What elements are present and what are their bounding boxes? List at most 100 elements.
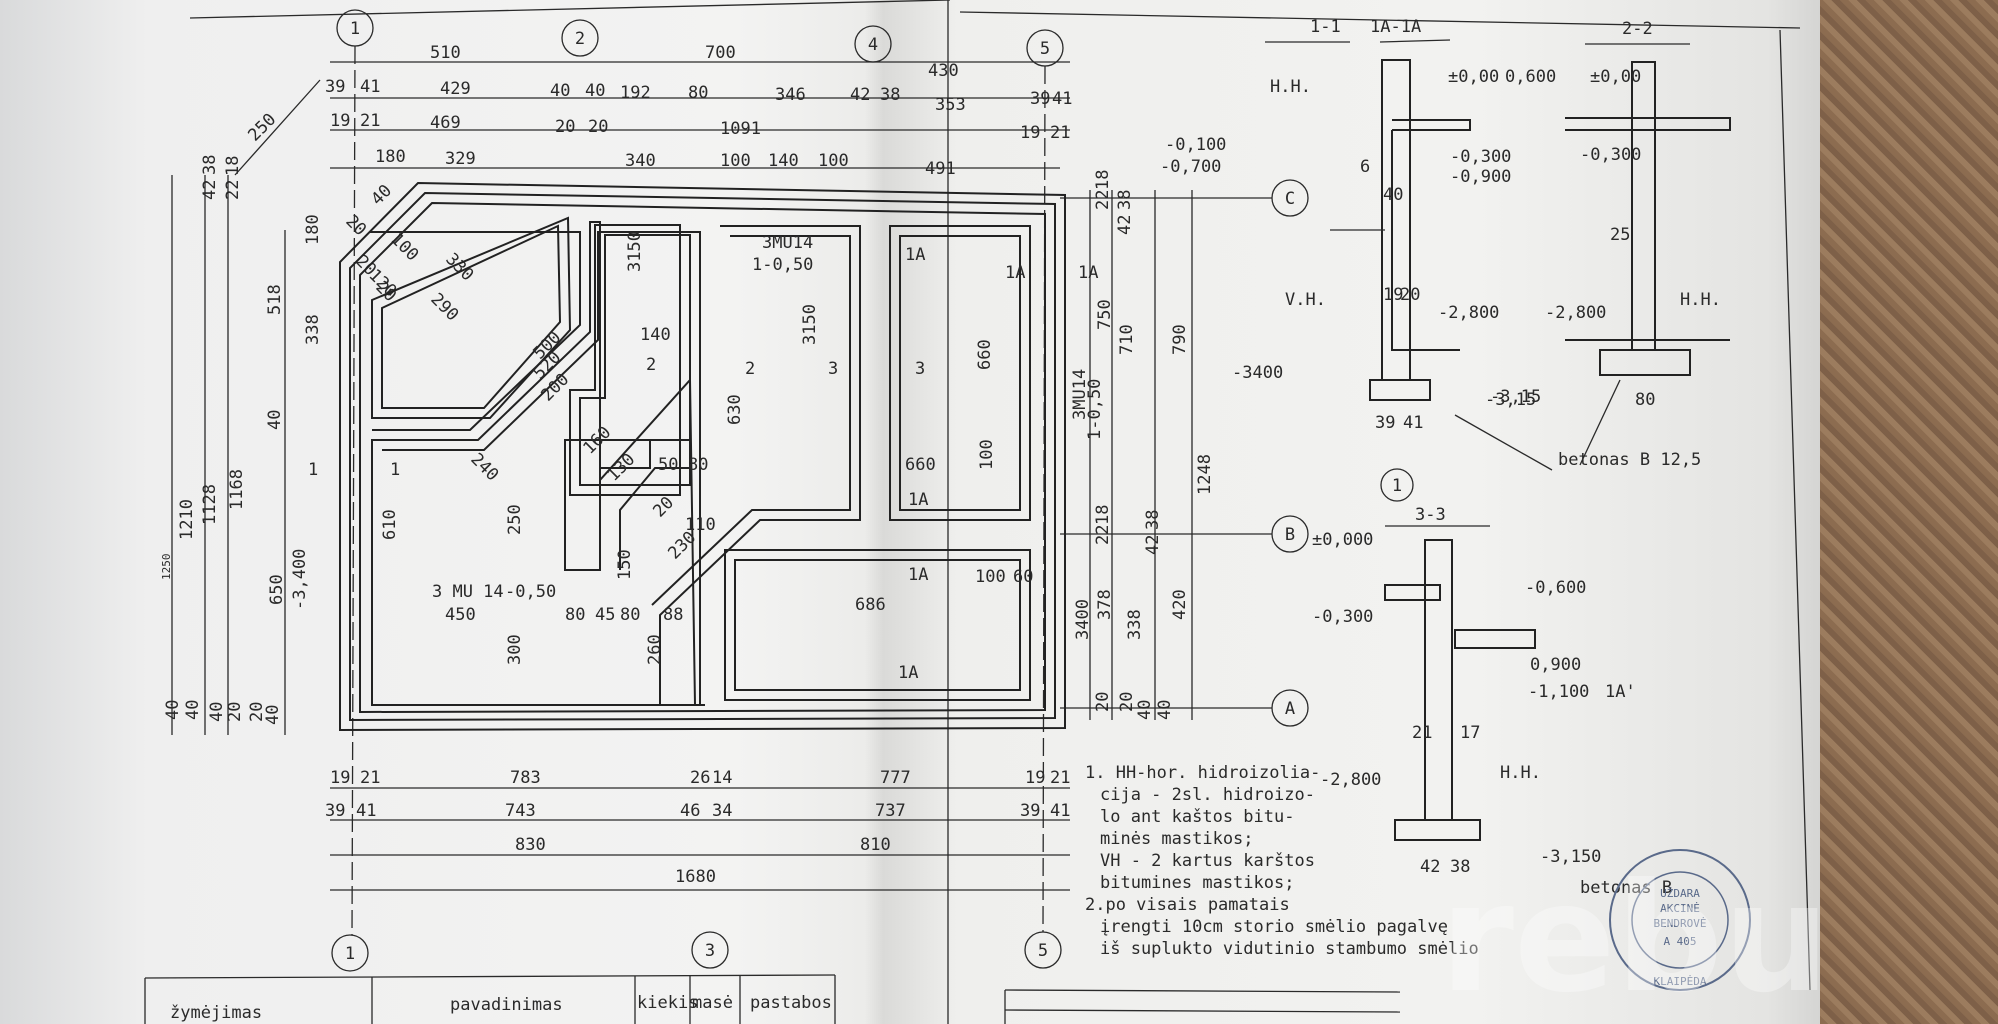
dim: 42 [850,85,870,105]
dim: 39 [1030,89,1050,109]
note-line: lo ant kaštos bitu- [1100,807,1294,827]
dim: 19 [330,111,350,131]
dim: 783 [510,768,541,788]
section-2-2: 2-2 ±0,00 -0,300 -2,800 25 80 H.H. -3,15… [1454,19,1731,471]
dim: 340 [625,151,656,171]
dim: 1210 [177,499,197,540]
dim: 790 [1170,324,1190,355]
dim: 80 [688,83,708,103]
level: -0,300 [1312,607,1373,627]
dim: 60 [1013,567,1033,587]
dim: 20 [225,702,245,722]
dim: 20 [247,702,267,722]
label: V.H. [1285,290,1326,310]
level: ±0,00 [1590,67,1641,87]
dim: 19 [330,768,350,788]
section-marks: 1 1 2 2 3 3 1A 1A 1A 1A 1A 1A [308,245,1098,683]
dim: 42 [1115,215,1135,235]
dim: 180 [375,147,406,167]
lintel: 1-0,50 [1085,379,1105,440]
dim: 21 [1050,123,1070,143]
dim: 40 [207,702,227,722]
stamp-number: A 405 [1663,935,1696,948]
note-line: VH - 2 kartus karštos [1100,851,1315,871]
section-mark: 2 [745,359,755,379]
section-title: 1A-1A [1370,17,1421,37]
dim: 40 [550,81,570,101]
level: -2,800 [1545,303,1606,323]
dim: 1250 [160,554,173,581]
dim: 40 [1155,700,1175,720]
section-mark: 2 [646,355,656,375]
section-mark: 3 [915,359,925,379]
general-notes: 1. HH-hor. hidroizolia- cija - 2sl. hidr… [1085,763,1479,959]
dim: 38 [880,85,900,105]
section-mark: 1 [390,460,400,480]
axis-label: 2 [575,29,585,49]
dim: 25 [1610,225,1630,245]
section-mark: 1A [908,565,928,585]
dim: 100 [818,151,849,171]
dim: 338 [1125,609,1145,640]
top-dimensions: 510 700 430 39 41 429 40 40 192 80 346 4… [325,43,1072,179]
axis-label: 1 [1392,476,1402,496]
level: 0,900 [1530,655,1581,675]
dim: 20 [588,117,608,137]
carpet-background [1820,0,1998,1024]
dim: 491 [925,159,956,179]
dim: 41 [1403,413,1423,433]
section-mark: 1A [1078,263,1098,283]
level: -3,15 [1490,387,1541,407]
note-line: minės mastikos; [1100,829,1254,849]
dim: 830 [515,835,546,855]
dim: 19 [1025,768,1045,788]
dim: 22 [1093,190,1113,210]
dim: 450 [445,605,476,625]
dim: 3150 [800,304,820,345]
dim: 39 [1375,413,1395,433]
dim: 6 [1360,157,1370,177]
lintel: 1-0,50 [752,255,813,275]
section-3-3: 3-3 -0,600 -0,300 0,900 -1,100 1A' -2,80… [1312,505,1672,898]
dim: 80 [688,455,708,475]
bottom-dimensions: 19 21 783 26 14 777 19 21 39 41 743 46 3… [325,768,1070,887]
title-block-header: kiekis [637,993,698,1013]
note-line: bitumines mastikos; [1100,873,1294,893]
note-line: cija - 2sl. hidroizo- [1100,785,1315,805]
dim: 41 [1050,801,1070,821]
section-title: 1-1 [1310,17,1341,37]
level: -0,600 [1525,578,1586,598]
section-mark: 1 [308,460,318,480]
dim: 700 [705,43,736,63]
section-mark: 3 [828,359,838,379]
dim: 22 [1093,525,1113,545]
grid-axes-right: C B A [1271,179,1309,727]
dim: 518 [265,284,285,315]
left-dimensions: 42 38 22 18 180 518 338 40 1168 1128 121… [160,155,323,725]
dim: 710 [1117,324,1137,355]
lintel-notes: 3MU14 1-0,50 3MU14 1-0,50 3 MU 14 -0,50 [432,233,1105,602]
dim: 777 [880,768,911,788]
dim: 610 [380,509,400,540]
level: -3,15 [1485,390,1536,410]
dim: 22 [223,180,243,200]
section-mark: 1A [908,490,928,510]
dim: 660 [905,455,936,475]
note-line: 1. HH-hor. hidroizolia- [1085,763,1320,783]
section-mark: 1A [898,663,918,683]
dim: 430 [928,61,959,81]
axis-label: A [1285,699,1295,719]
stamp-line: BENDROVĖ [1654,917,1707,930]
dim: 469 [430,113,461,133]
dim: 40 [367,181,396,210]
dim: 39 [325,801,345,821]
axis-label: 5 [1038,941,1048,961]
dim: 50 [658,455,678,475]
dim: 18 [1093,170,1113,190]
axis-label: 5 [1040,39,1050,59]
dim: 338 [303,314,323,345]
dim: 26 [690,768,710,788]
axis-label: C [1285,189,1295,209]
dim: 42 [1420,857,1440,877]
